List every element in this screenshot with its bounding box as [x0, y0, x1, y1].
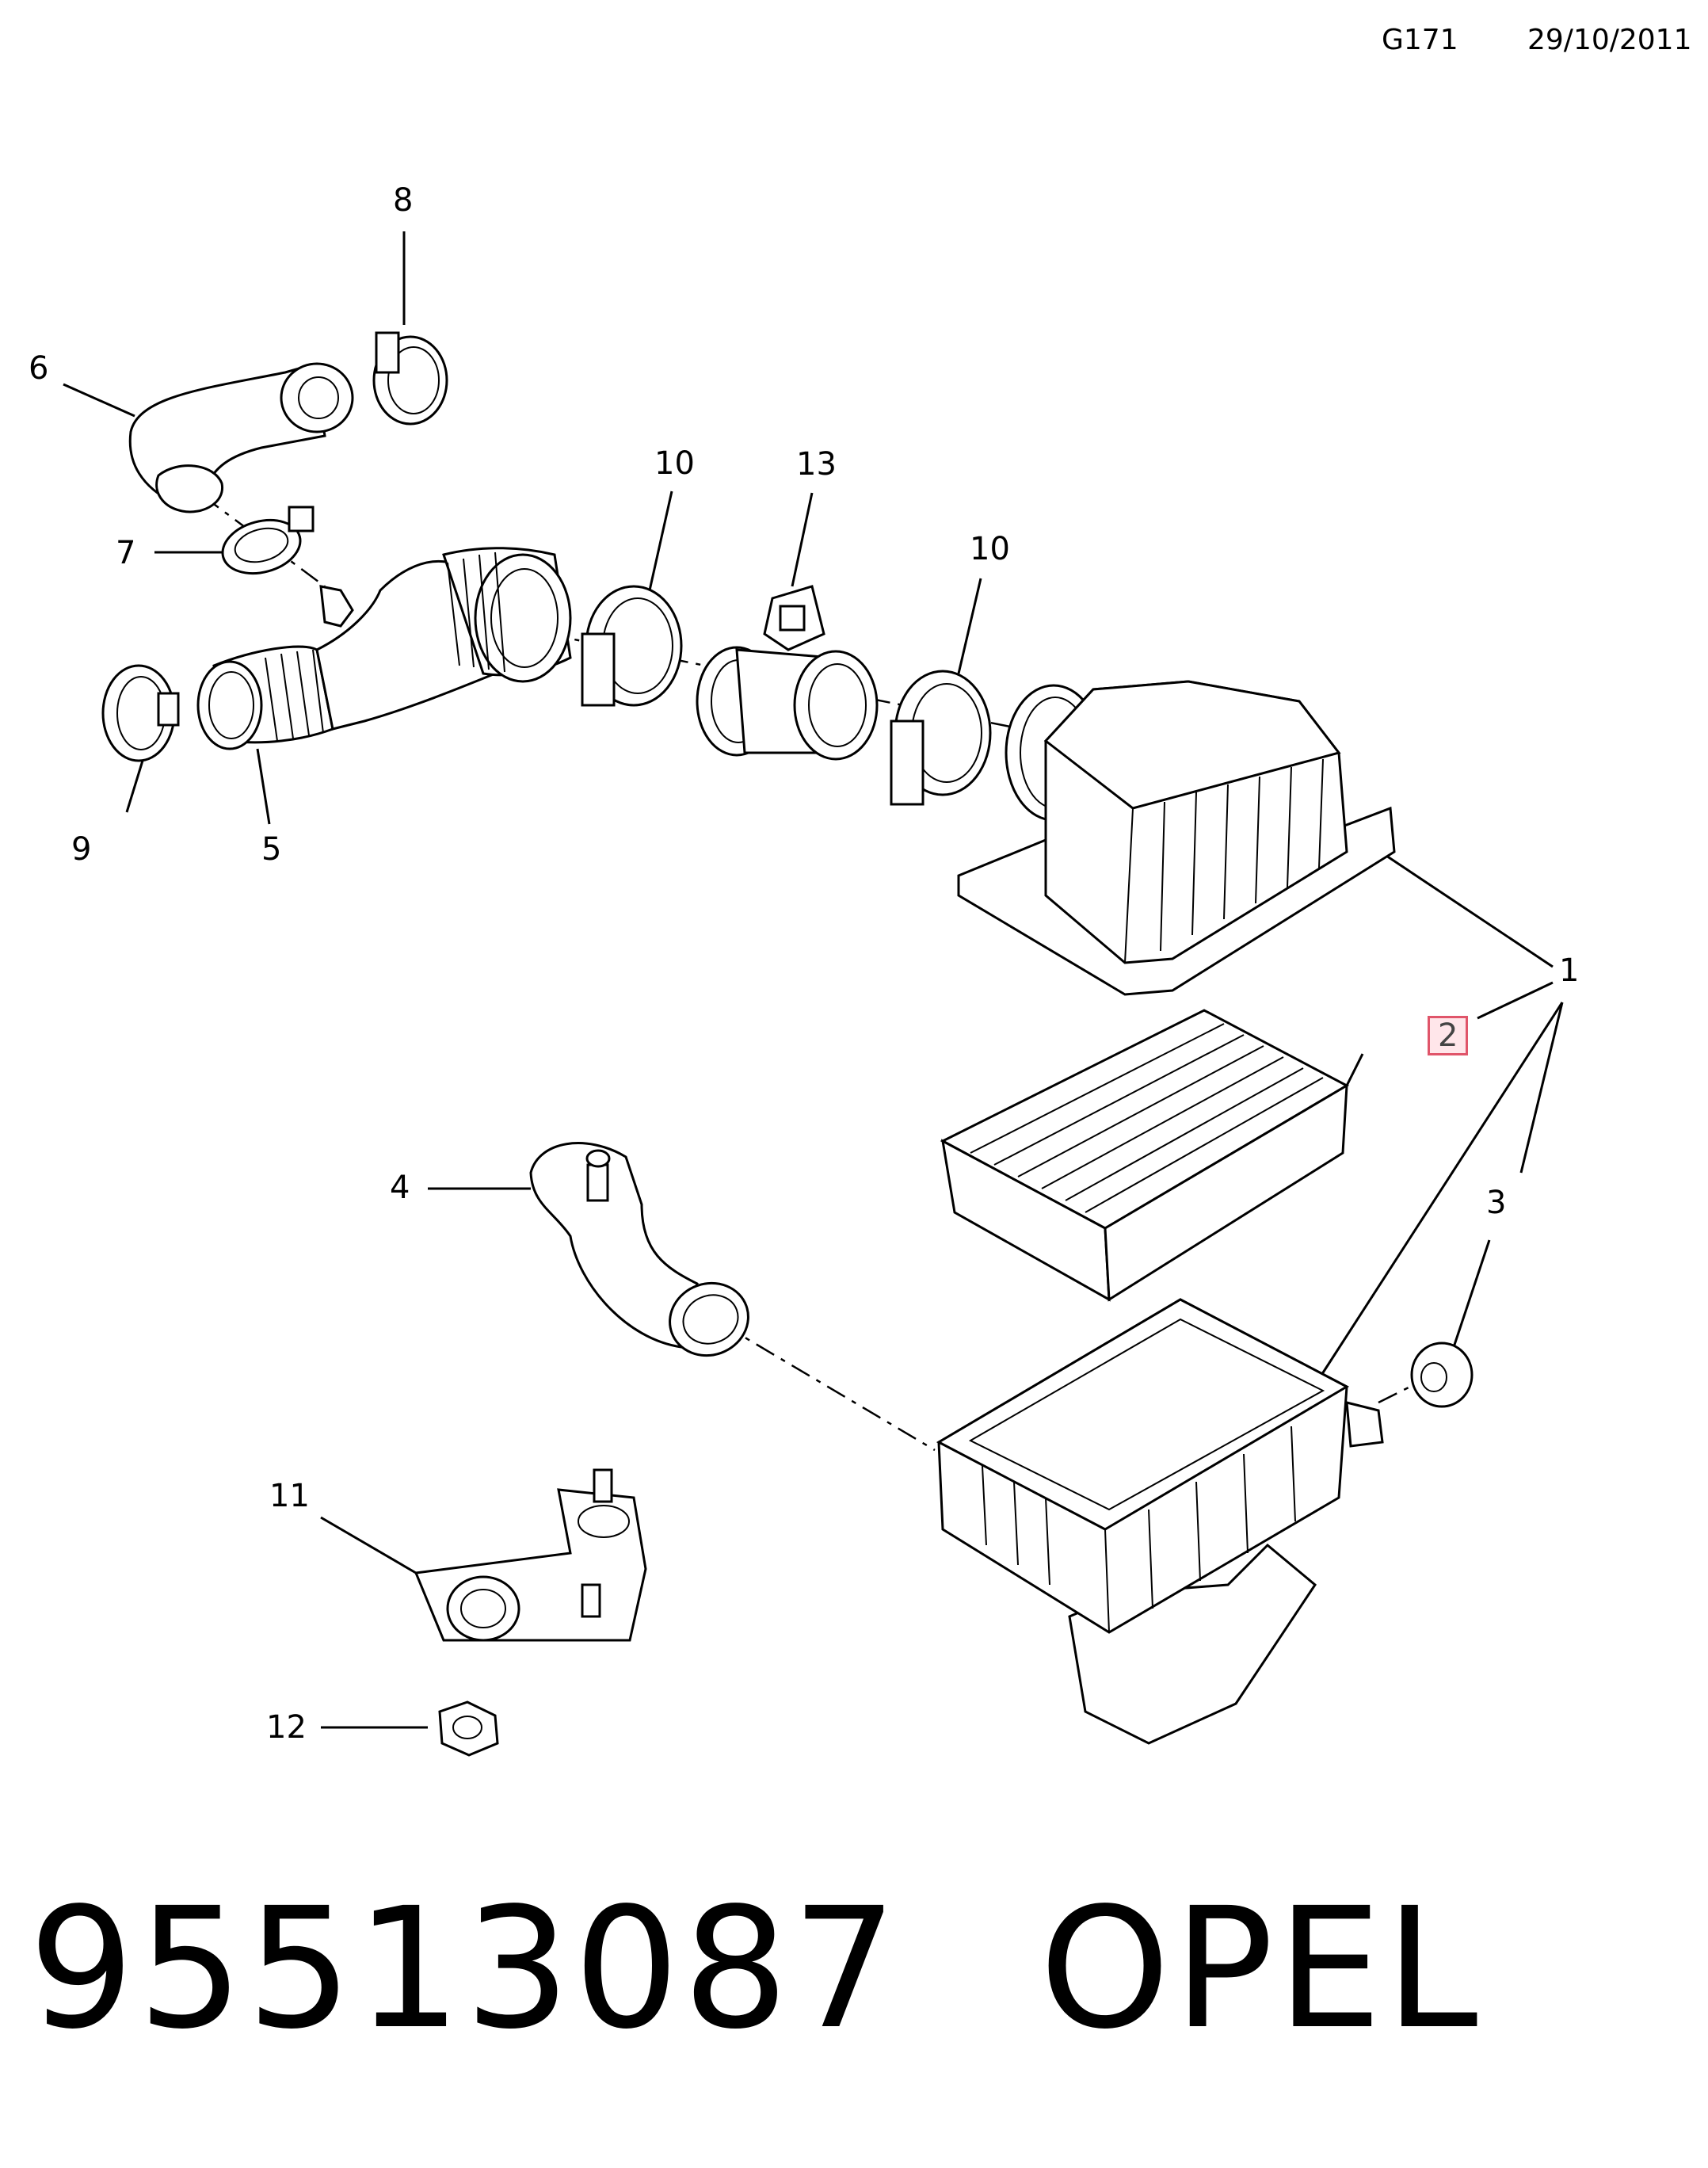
part-10-clamp-right: [890, 670, 992, 806]
part-6-upper-hose: [128, 362, 354, 513]
part-1-housing-upper: [957, 680, 1396, 996]
part-12-nut: [438, 1700, 499, 1757]
callout-12: 12: [266, 1709, 307, 1746]
part-5-corrugated-hose: [196, 645, 334, 750]
part-13-mass-air-flow-sensor: [696, 585, 879, 761]
callout-4: 4: [390, 1170, 410, 1206]
callout-10-right: 10: [970, 531, 1010, 567]
part-number: 95513087: [29, 1872, 901, 2066]
brand-name: OPEL: [1039, 1872, 1481, 2066]
callout-9: 9: [71, 831, 92, 868]
callout-13: 13: [796, 446, 837, 483]
diagram-code: G171: [1382, 24, 1458, 56]
callout-5: 5: [261, 831, 282, 868]
callout-3: 3: [1486, 1185, 1507, 1221]
callout-11: 11: [269, 1478, 310, 1514]
part-11-bracket: [414, 1468, 647, 1642]
callout-2-highlighted: 2: [1428, 1016, 1469, 1055]
part-2-air-filter-element: [940, 1009, 1350, 1302]
part-3-grommet: [1410, 1342, 1474, 1408]
part-9-clamp: [101, 664, 180, 762]
callout-8: 8: [393, 182, 414, 219]
part-4-intake-duct: [529, 1142, 749, 1357]
part-8-clamp: [372, 331, 448, 426]
callout-6: 6: [29, 350, 49, 387]
callout-1: 1: [1559, 952, 1580, 989]
diagram-date: 29/10/2011: [1527, 24, 1692, 56]
part-10-clamp-left: [581, 585, 683, 707]
leader-lines: [63, 231, 1564, 1729]
part-1-housing-lower: [936, 1298, 1384, 1745]
part-7-clamp: [221, 506, 315, 575]
callout-7: 7: [116, 535, 136, 571]
intake-pipe: [315, 547, 572, 731]
callout-10-left: 10: [654, 445, 695, 482]
